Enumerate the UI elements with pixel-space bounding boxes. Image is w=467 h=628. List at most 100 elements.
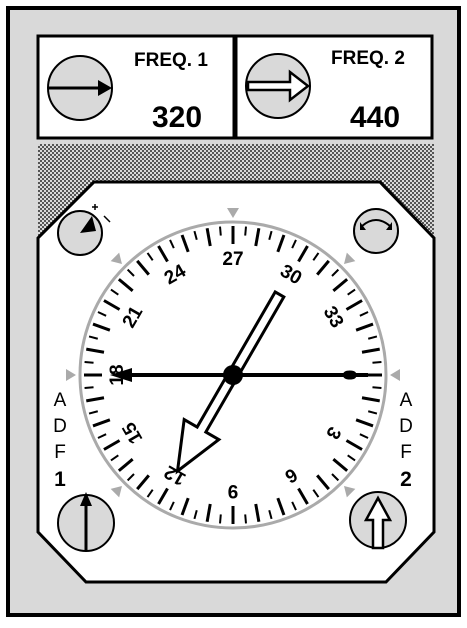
compass-tick [312, 489, 320, 498]
compass-tick [88, 410, 99, 415]
single-needle-selector-icon[interactable] [57, 492, 115, 552]
freq1-value: 320 [152, 101, 203, 134]
compass-tick [332, 458, 349, 472]
compass-tick [316, 474, 330, 491]
compass-tick [103, 439, 121, 451]
compass-tick [276, 497, 286, 516]
adf2-number: 2 [400, 468, 412, 491]
compass-tick [361, 396, 380, 403]
compass-tick [92, 418, 111, 428]
compass-tick [157, 245, 169, 263]
compass-tick [180, 234, 190, 253]
compass-tick [291, 239, 297, 249]
freq2-label: FREQ. 2 [331, 48, 405, 69]
compass-label: 9 [228, 480, 239, 501]
compass-tick [291, 501, 297, 511]
compass-tick [345, 299, 363, 311]
adf1-number: 1 [54, 468, 66, 491]
compass-tick [126, 473, 135, 482]
single-line-arrow-icon [47, 55, 113, 121]
compass-tick [146, 489, 154, 498]
compass-tick [180, 497, 190, 516]
compass-tick [136, 474, 150, 491]
compass-tick [297, 245, 309, 263]
compass-tick [86, 347, 105, 354]
compass-tick [345, 439, 363, 451]
compass-tick [103, 299, 121, 311]
compass-tick [84, 386, 94, 389]
compass-tick [84, 361, 94, 364]
index-triangle [390, 369, 400, 381]
compass-tick [367, 410, 378, 415]
compass-tick [219, 514, 222, 524]
index-marks [66, 208, 400, 498]
compass-tick [367, 335, 378, 340]
compass-tick [157, 487, 169, 505]
compass-tick [193, 230, 198, 241]
compass-tick [331, 473, 340, 482]
compass-tick [355, 322, 374, 332]
compass-tick [110, 454, 119, 462]
rotate-knob-icon[interactable] [353, 208, 399, 254]
compass-tick [169, 501, 175, 511]
compass-tick [331, 268, 340, 277]
adf2-letter-a: A [399, 390, 413, 411]
hatched-band [38, 144, 434, 184]
compass-tick [97, 311, 107, 317]
compass-tick [110, 288, 119, 296]
compass-label: 27 [222, 249, 243, 270]
compass-tick [332, 278, 349, 292]
compass-tick [297, 487, 309, 505]
compass-tick [97, 433, 107, 439]
compass-tick [359, 433, 369, 439]
compass-tick [117, 458, 134, 472]
compass-tick [254, 228, 261, 247]
compass-tick [254, 503, 261, 522]
double-line-arrow-icon [245, 53, 311, 119]
freq2-value: 440 [350, 101, 401, 134]
adf1-letter-a: A [53, 390, 67, 411]
heading-bug-knob-icon[interactable] [57, 204, 111, 256]
compass-tick [136, 259, 150, 276]
compass-tick [372, 386, 382, 389]
compass-tick [359, 311, 369, 317]
compass-tick [193, 509, 198, 520]
compass-tick [205, 228, 212, 247]
compass-tick [117, 278, 134, 292]
compass-tick [347, 454, 356, 462]
compass-tick [347, 288, 356, 296]
compass-rose: 27303303691215182124 [78, 220, 388, 530]
adf1-letter-d: D [53, 416, 67, 437]
index-triangle [227, 208, 239, 218]
compass-tick [219, 226, 222, 236]
compass-tick [316, 259, 330, 276]
adf1-letter-f: F [54, 442, 66, 463]
compass-tick [355, 418, 374, 428]
compass-tick [169, 239, 175, 249]
index-triangle [344, 486, 356, 498]
compass-hub [223, 365, 243, 385]
index-triangle [110, 486, 122, 498]
index-triangle [66, 369, 76, 381]
compass-tick [268, 230, 273, 241]
compass-tick [86, 396, 105, 403]
compass-tick [244, 226, 247, 236]
compass-tick [92, 322, 111, 332]
freq1-label: FREQ. 1 [134, 50, 208, 71]
index-triangle [110, 252, 122, 264]
compass-tick [126, 268, 135, 277]
compass-tick [146, 252, 154, 261]
needle-1-head [110, 368, 132, 382]
adf2-letter-d: D [399, 416, 413, 437]
compass-tick [205, 503, 212, 522]
compass-tick [312, 252, 320, 261]
compass-tick [244, 514, 247, 524]
double-needle-selector-icon[interactable] [349, 491, 407, 550]
index-triangle [344, 252, 356, 264]
compass-tick [276, 234, 286, 253]
compass-tick [88, 335, 99, 340]
compass-tick [372, 361, 382, 364]
adf2-letter-f: F [400, 442, 412, 463]
